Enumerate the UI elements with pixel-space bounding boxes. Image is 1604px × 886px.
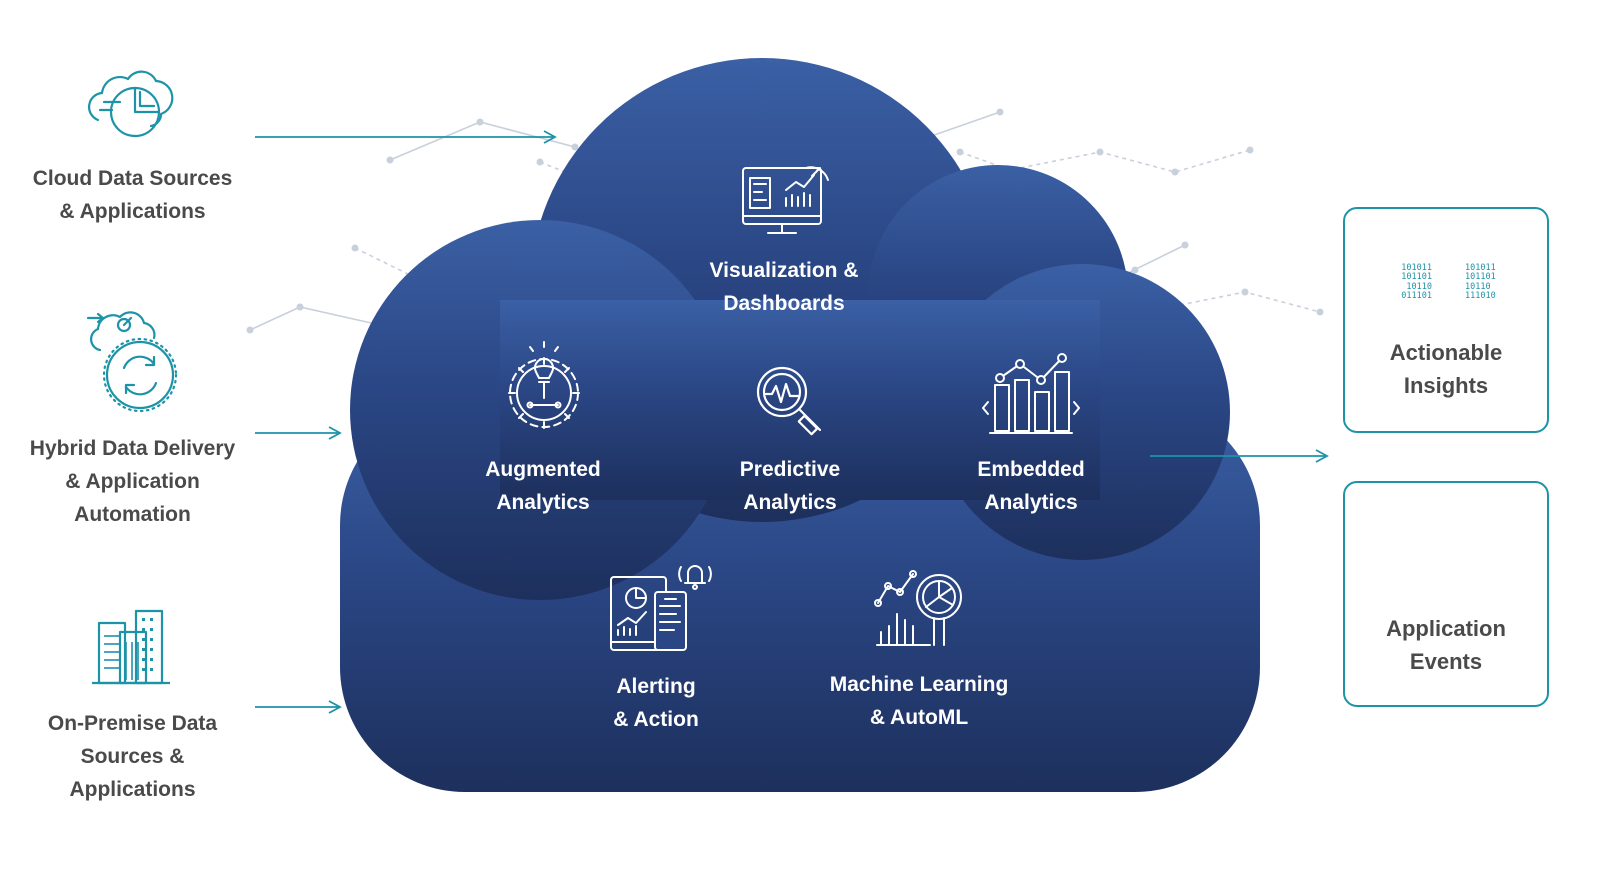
application-events-line1: Application bbox=[1386, 616, 1506, 641]
hybrid-data-delivery-line2: & Application bbox=[65, 470, 200, 493]
alerting-line1: Alerting bbox=[616, 675, 696, 698]
predictive-line2: Analytics bbox=[743, 491, 837, 514]
gear-lightbulb-icon bbox=[508, 341, 580, 429]
cloud-data-sources-line1: Cloud Data Sources bbox=[32, 167, 233, 190]
magnifier-pulse-icon bbox=[756, 366, 822, 436]
actionable-insights-line2: Insights bbox=[1403, 373, 1489, 398]
cloud-data-sources-line2: & Applications bbox=[59, 200, 206, 223]
on-premise-data-label: On-Premise Data Sources & Applications bbox=[0, 707, 265, 806]
hybrid-data-delivery-line3: Automation bbox=[74, 503, 191, 526]
visualization-line2: Dashboards bbox=[723, 292, 845, 315]
predictive-analytics-label: Predictive Analytics bbox=[690, 453, 890, 519]
hybrid-sync-icon bbox=[86, 311, 178, 413]
flow-arrows bbox=[255, 130, 1329, 714]
embedded-line1: Embedded bbox=[977, 458, 1085, 481]
alerting-action-label: Alerting & Action bbox=[556, 670, 756, 736]
on-premise-data-line3: Applications bbox=[69, 778, 196, 801]
augmented-analytics-label: Augmented Analytics bbox=[443, 453, 643, 519]
buildings-icon bbox=[92, 609, 170, 685]
cloud-data-sources-label: Cloud Data Sources & Applications bbox=[0, 162, 265, 228]
cloud-chart-icon bbox=[88, 70, 174, 138]
visualization-line1: Visualization & bbox=[709, 259, 859, 282]
on-premise-data-line1: On-Premise Data bbox=[47, 712, 218, 735]
hybrid-data-delivery-label: Hybrid Data Delivery & Application Autom… bbox=[0, 432, 265, 531]
tablet-alert-bell-icon bbox=[610, 565, 712, 651]
binary-text-left: 101011 101101 10110 011101 bbox=[1401, 263, 1432, 302]
predictive-line1: Predictive bbox=[739, 458, 841, 481]
actionable-insights-label: Actionable Insights bbox=[1343, 336, 1549, 402]
embedded-bar-chart-icon bbox=[982, 353, 1080, 434]
binary-text-right: 101011 101101 10110 111010 bbox=[1465, 263, 1496, 302]
hybrid-data-delivery-line1: Hybrid Data Delivery bbox=[29, 437, 236, 460]
ml-chart-magnifier-icon bbox=[874, 570, 962, 646]
embedded-line2: Analytics bbox=[984, 491, 1078, 514]
application-events-box bbox=[1343, 481, 1549, 707]
machine-learning-automl-label: Machine Learning & AutoML bbox=[804, 668, 1034, 734]
monitor-dashboard-icon bbox=[742, 166, 829, 234]
embedded-analytics-label: Embedded Analytics bbox=[931, 453, 1131, 519]
actionable-insights-box bbox=[1343, 207, 1549, 433]
on-premise-data-line2: Sources & bbox=[80, 745, 185, 768]
actionable-insights-line1: Actionable bbox=[1389, 340, 1503, 365]
augmented-line2: Analytics bbox=[496, 491, 590, 514]
alerting-line2: & Action bbox=[613, 708, 699, 731]
augmented-line1: Augmented bbox=[485, 458, 601, 481]
application-events-line2: Events bbox=[1409, 649, 1483, 674]
ml-line2: & AutoML bbox=[869, 706, 969, 729]
ml-line1: Machine Learning bbox=[829, 673, 1009, 696]
visualization-dashboards-label: Visualization & Dashboards bbox=[684, 254, 884, 320]
application-events-label: Application Events bbox=[1343, 612, 1549, 678]
